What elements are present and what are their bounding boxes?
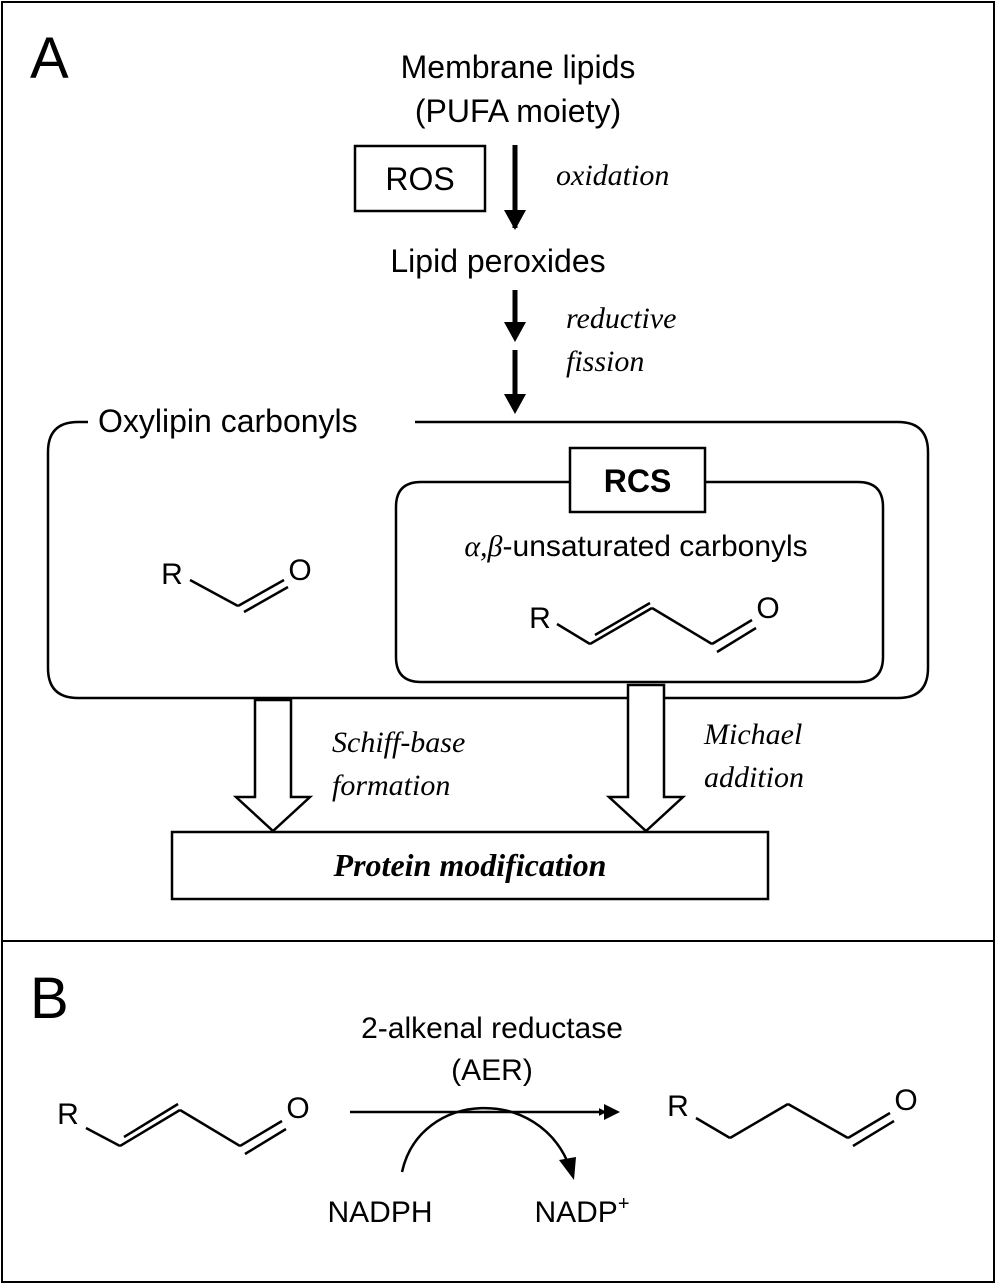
rcs-inner-box: [394, 480, 885, 684]
panel-b-label: B: [30, 966, 69, 1031]
enal-a-r-label: R: [529, 602, 551, 635]
reaction-arrowhead: [604, 1104, 620, 1120]
lipid-peroxides-label: Lipid peroxides: [390, 243, 605, 279]
enal-structure-a: [556, 601, 757, 654]
enal-a-bond-2: [589, 606, 653, 646]
unsaturated-carbonyls-text: -unsaturated carbonyls: [503, 530, 808, 563]
protein-modification-label: Protein modification: [333, 847, 607, 883]
rcs-tag-box: [568, 446, 707, 514]
enal-a-bond-1: [556, 622, 591, 646]
cofactor-curved-arrow: [400, 1106, 572, 1173]
michael-label: Michael: [703, 718, 802, 751]
nadph-label: NADPH: [327, 1196, 432, 1229]
substrate-bond-3: [179, 1108, 241, 1148]
rcs-label: RCS: [604, 463, 672, 499]
product-aldehyde-structure: [695, 1102, 895, 1148]
aldehyde-bond-co: [237, 578, 285, 608]
protein-modification-box: [170, 830, 770, 901]
pufa-moiety-label: (PUFA moiety): [415, 93, 621, 129]
nadp-charge: +: [618, 1193, 630, 1215]
aldehyde-bond-co-double: [243, 585, 289, 614]
fission-arrowhead-upper: [504, 322, 526, 342]
aldehyde-structure: [189, 578, 289, 614]
schiff-base-label: Schiff-base: [332, 726, 465, 759]
membrane-lipids-label: Membrane lipids: [401, 49, 636, 85]
enal-a-bond-2-double: [594, 601, 651, 637]
aldehyde-r-label: R: [161, 558, 183, 591]
schiff-base-hollow-arrow: [232, 698, 314, 833]
panel-a: A Membrane lipids (PUFA moiety) ROS oxid…: [30, 26, 930, 901]
fission-label: fission: [566, 345, 644, 378]
substrate-bond-1: [85, 1126, 121, 1148]
oxylipin-group-box: [46, 420, 930, 700]
substrate-bond-2: [119, 1108, 181, 1148]
fission-arrowhead-lower: [504, 394, 526, 414]
substrate-bond-4: [239, 1119, 283, 1148]
oxylipin-carbonyls-label: Oxylipin carbonyls: [98, 403, 358, 439]
aldehyde-bond-r: [189, 578, 239, 608]
product-bond-1: [695, 1116, 731, 1140]
product-bond-4-double: [852, 1119, 895, 1148]
enal-a-o-label: O: [756, 592, 779, 625]
substrate-bond-2-double: [123, 1102, 179, 1139]
michael-addition-hollow-arrow: [605, 683, 687, 833]
aldehyde-o-label: O: [288, 554, 311, 587]
substrate-bond-4-double: [244, 1127, 287, 1156]
substrate-r-label: R: [57, 1098, 79, 1131]
oxidation-label: oxidation: [556, 159, 669, 192]
enal-a-bond-4-double: [716, 626, 757, 654]
panel-b: B 2-alkenal reductase (AER) R O NADPH NA…: [30, 966, 918, 1229]
nadp-base: NADP: [534, 1196, 617, 1229]
nadp-plus-label: NADP+: [534, 1193, 629, 1229]
substrate-enal-structure: [85, 1102, 287, 1156]
cofactor-arrowhead: [559, 1157, 576, 1180]
enal-a-bond-4: [711, 618, 753, 646]
product-r-label: R: [667, 1090, 689, 1123]
formation-label: formation: [332, 769, 450, 802]
ros-label: ROS: [385, 161, 454, 197]
panel-a-label: A: [30, 26, 69, 91]
enal-a-bond-3: [651, 606, 713, 646]
ros-box: [353, 144, 487, 213]
product-bond-4: [847, 1111, 891, 1140]
product-bond-3: [787, 1102, 849, 1140]
addition-label: addition: [704, 761, 804, 794]
product-bond-2: [729, 1102, 789, 1140]
alpha-beta-unsaturated-label: α,β-unsaturated carbonyls: [464, 530, 807, 563]
product-o-label: O: [894, 1084, 917, 1117]
oxidation-arrowhead: [504, 210, 526, 230]
reductive-label: reductive: [566, 302, 677, 335]
substrate-o-label: O: [286, 1092, 309, 1125]
alpha-beta-greek: α,β: [464, 530, 502, 563]
enzyme-abbrev-label: (AER): [451, 1054, 533, 1087]
enzyme-name-label: 2-alkenal reductase: [361, 1012, 623, 1045]
